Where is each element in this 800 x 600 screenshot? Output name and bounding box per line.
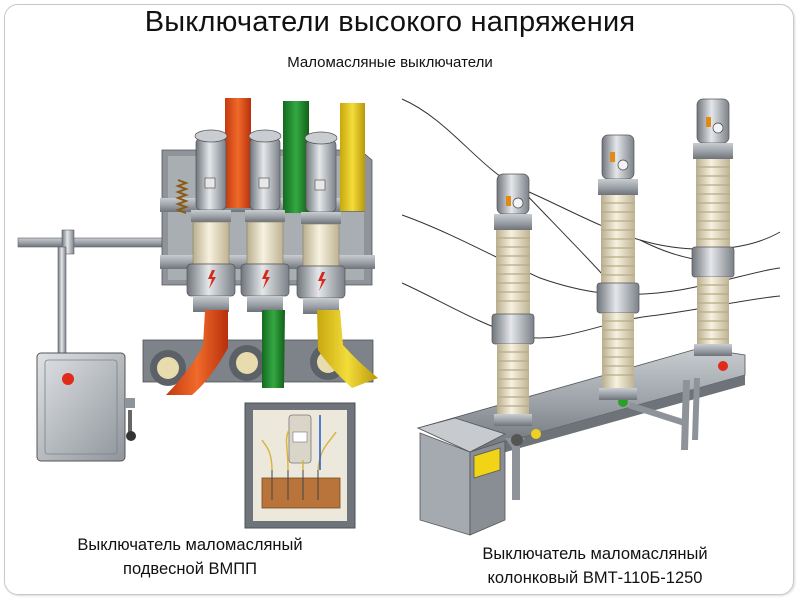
caption-vmt-line-1: Выключатель маломасляный [482,545,708,563]
vmt-breaker-group [401,98,781,536]
slide-frame [4,4,794,595]
drive-status-indicator [62,373,74,385]
vmt-pole-3 [691,98,735,356]
caption-vmpp: Выключатель маломасляный подвесной ВМПП [40,533,340,581]
caption-vmpp-line-1: Выключатель маломасляный [77,536,303,554]
caption-vmt: Выключатель маломасляный колонковый ВМТ-… [430,542,760,590]
vmpp-breaker-group [17,98,378,529]
vmt-pole-1 [491,173,535,426]
high-voltage-bolt-icon [262,270,270,289]
high-voltage-bolt-icon [318,272,326,291]
slide-subtitle: Маломасляные выключатели [287,54,493,71]
caption-vmt-line-2: колонковый ВМТ-110Б-1250 [487,569,703,587]
phase-b-bus [283,101,309,213]
vmpp-pole-c [296,131,346,314]
phase-c-bus [340,103,365,211]
vmpp-pole-b [240,129,290,312]
vmpp-pole-a [186,129,236,312]
vmt-pole-2 [596,134,640,400]
caption-vmpp-line-2: подвесной ВМПП [123,560,257,578]
slide-title: Выключатели высокого напряжения [144,6,636,38]
phase-a-bus [225,98,251,208]
high-voltage-bolt-icon [208,270,216,289]
